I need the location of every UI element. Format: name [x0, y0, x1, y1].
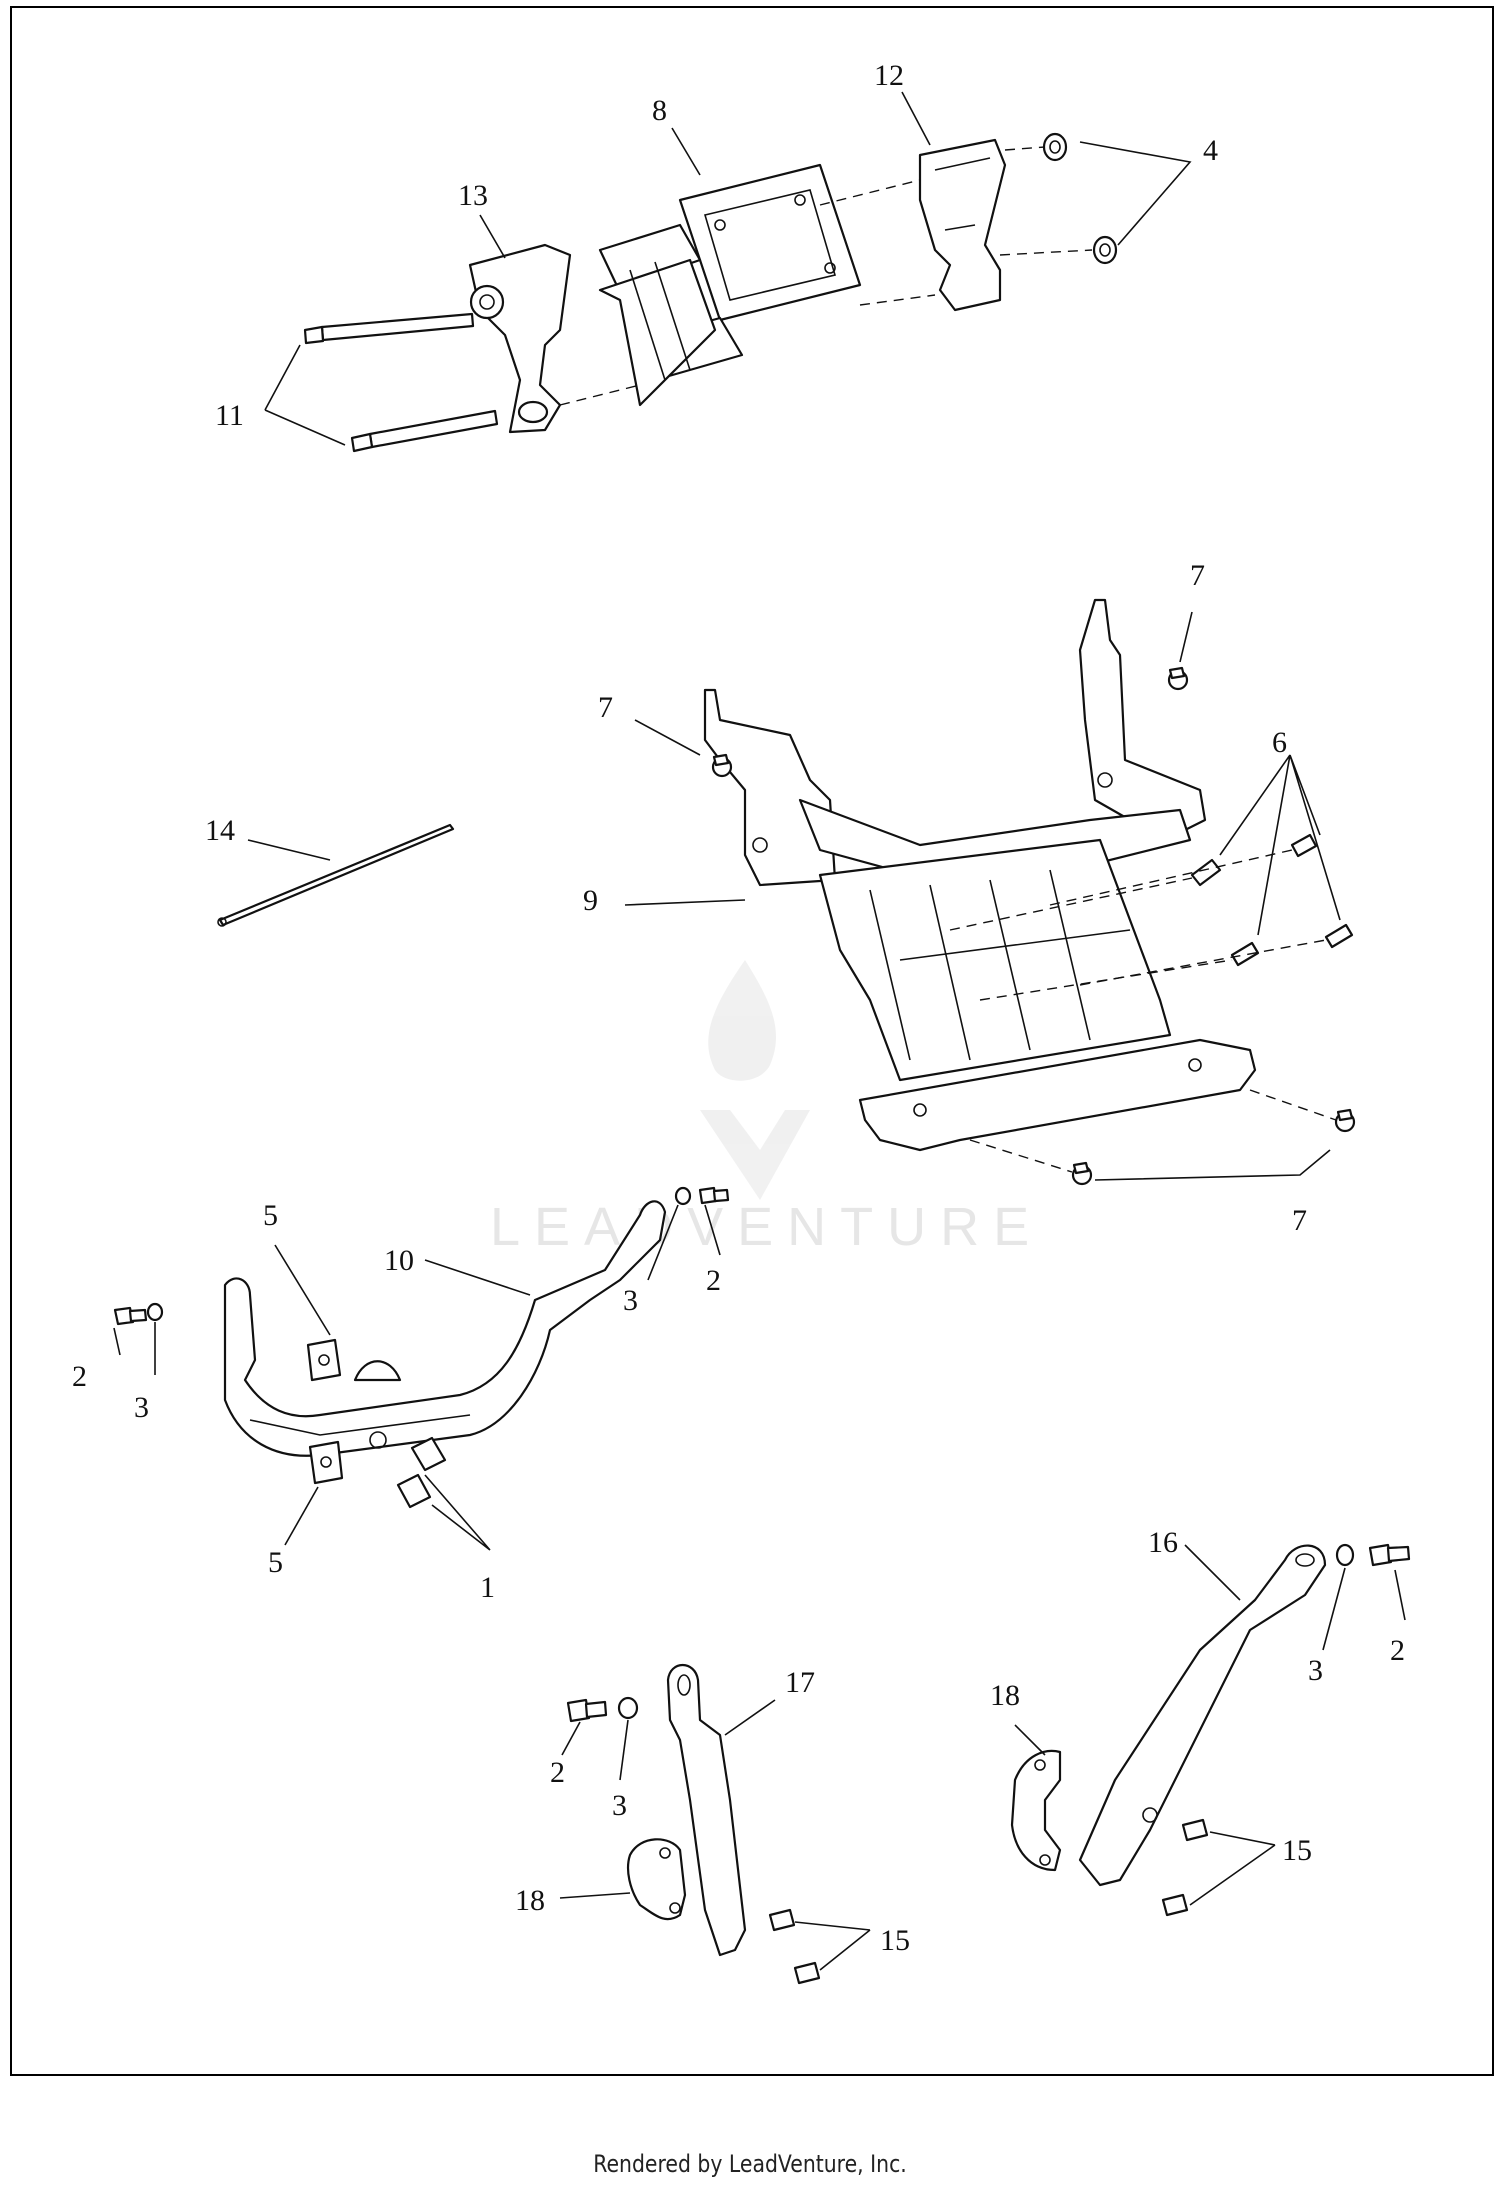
leader-lines	[113, 91, 1406, 1971]
part-8-mount-bracket	[598, 163, 862, 407]
part-3-washer-bumper-right	[674, 1186, 692, 1206]
part-7-bolt-b	[711, 753, 733, 778]
callout-7-top: 7	[1190, 559, 1205, 592]
part-4-nut-upper	[1042, 132, 1068, 162]
part-11-bolt-lower	[350, 409, 499, 453]
callout-7-bottom: 7	[1292, 1204, 1307, 1237]
callout-3-bracket-left: 3	[612, 1789, 627, 1822]
part-6-bolt-a	[1190, 858, 1222, 887]
callout-18-right: 18	[990, 1679, 1020, 1712]
part-7-bolt-c	[1334, 1108, 1356, 1133]
callout-3-bumper-left: 3	[134, 1391, 149, 1424]
part-15-bolt-right-a	[1181, 1818, 1209, 1842]
callout-5-upper: 5	[263, 1199, 278, 1232]
callout-10: 10	[384, 1244, 414, 1277]
part-16-bracket-right	[1078, 1544, 1327, 1887]
part-1-bolt-a	[410, 1436, 447, 1472]
callout-2-bumper-right: 2	[706, 1264, 721, 1297]
callout-9: 9	[583, 884, 598, 917]
part-17-bracket-left	[666, 1664, 747, 1957]
part-18-clamp-half-right	[1010, 1749, 1062, 1872]
footer-credit: Rendered by LeadVenture, Inc.	[593, 2150, 907, 2178]
callout-17: 17	[785, 1666, 815, 1699]
callout-14: 14	[205, 814, 235, 847]
part-9-main-frame	[703, 598, 1257, 1152]
callout-4: 4	[1203, 134, 1218, 167]
part-6-bolt-c	[1230, 941, 1260, 967]
callout-2-bracket-right: 2	[1390, 1634, 1405, 1667]
callout-1: 1	[480, 1571, 495, 1604]
part-15-bolt-left-b	[793, 1961, 821, 1985]
callout-2-bracket-left: 2	[550, 1756, 565, 1789]
part-6-bolt-d	[1324, 923, 1354, 949]
callout-13: 13	[458, 179, 488, 212]
callout-15-right: 15	[1282, 1834, 1312, 1867]
part-6-bolt-b	[1290, 833, 1318, 858]
part-3-washer-bracket-left	[617, 1696, 639, 1720]
callout-3-bumper-right: 3	[623, 1284, 638, 1317]
diagram-border	[10, 6, 1494, 2076]
callout-3-bracket-right: 3	[1308, 1654, 1323, 1687]
part-14-cable-tie	[217, 823, 455, 927]
watermark-logo	[700, 960, 810, 1200]
part-15-bolt-right-b	[1161, 1893, 1189, 1917]
callout-8: 8	[652, 94, 667, 127]
callout-16: 16	[1148, 1526, 1178, 1559]
callout-18-left: 18	[515, 1884, 545, 1917]
part-3-washer-bumper-left	[146, 1302, 164, 1322]
part-10-bumper-tube	[223, 1200, 667, 1457]
part-7-bolt-d	[1071, 1161, 1093, 1186]
part-1-bolt-b	[396, 1473, 432, 1509]
part-11-bolt-upper	[303, 312, 475, 345]
callout-12: 12	[874, 59, 904, 92]
part-2-bolt-bracket-left	[566, 1698, 608, 1723]
part-2-bolt-bumper-right	[698, 1186, 730, 1205]
callout-6: 6	[1272, 726, 1287, 759]
part-7-bolt-a	[1167, 666, 1189, 691]
part-3-washer-bracket-right	[1335, 1543, 1355, 1567]
part-2-bolt-bumper-left	[113, 1306, 148, 1326]
callout-2-bumper-left: 2	[72, 1360, 87, 1393]
part-2-bolt-bracket-right	[1368, 1543, 1411, 1567]
part-5-clip-lower	[308, 1440, 344, 1485]
callout-11: 11	[215, 399, 244, 432]
watermark-text: LEADVENTURE	[490, 1197, 1044, 1257]
part-5-clip-upper	[306, 1338, 342, 1382]
part-12-clip	[918, 138, 1007, 312]
callout-7-left: 7	[598, 691, 613, 724]
callout-15-left: 15	[880, 1924, 910, 1957]
part-18-clamp-half-left	[626, 1838, 687, 1921]
part-15-bolt-left-a	[768, 1908, 796, 1932]
part-13-clamp	[468, 243, 572, 434]
part-4-nut-lower	[1092, 235, 1118, 265]
callout-5-lower: 5	[268, 1546, 283, 1579]
